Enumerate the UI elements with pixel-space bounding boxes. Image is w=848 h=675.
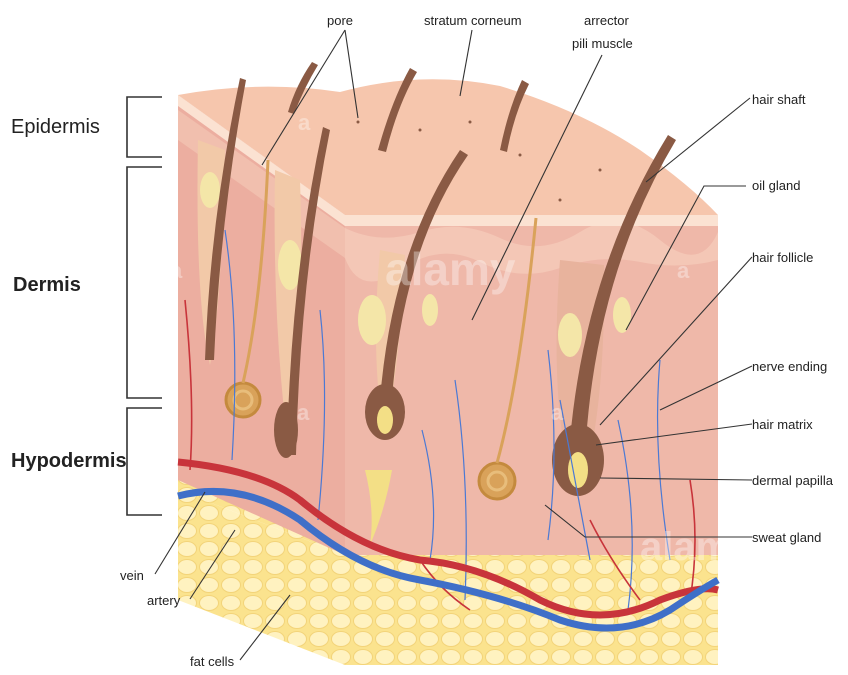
watermark-alamy: alamy [385, 243, 516, 295]
watermark-a-4: a [297, 400, 310, 425]
label-vein: vein [120, 568, 144, 583]
label-pili-muscle: pili muscle [572, 36, 633, 51]
label-artery: artery [147, 593, 181, 608]
label-stratum-corneum: stratum corneum [424, 13, 522, 28]
layer-brackets [127, 97, 162, 515]
label-sweat-gland: sweat gland [752, 530, 821, 545]
label-pore: pore [327, 13, 353, 28]
dermis-bracket [127, 167, 162, 398]
label-hair-shaft: hair shaft [752, 92, 806, 107]
label-dermal-papilla: dermal papilla [752, 473, 834, 488]
hypodermis-title: Hypodermis [11, 450, 127, 472]
hypodermis-bracket [127, 408, 162, 515]
epidermis-bracket [127, 97, 162, 157]
label-hair-matrix: hair matrix [752, 417, 813, 432]
watermark-a-2: a [298, 110, 311, 135]
watermark-a-3: a [677, 258, 690, 283]
dermis-title: Dermis [13, 274, 81, 296]
watermark-a-1: a [170, 258, 183, 283]
label-hair-follicle: hair follicle [752, 250, 813, 265]
watermark-a-5: a [551, 400, 564, 425]
label-arrector: arrector [584, 13, 629, 28]
label-fat-cells: fat cells [190, 654, 235, 669]
watermark-alamy-2: alamy [640, 525, 754, 569]
label-oil-gland: oil gland [752, 178, 800, 193]
label-nerve-ending: nerve ending [752, 359, 827, 374]
epidermis-title: Epidermis [11, 116, 100, 138]
